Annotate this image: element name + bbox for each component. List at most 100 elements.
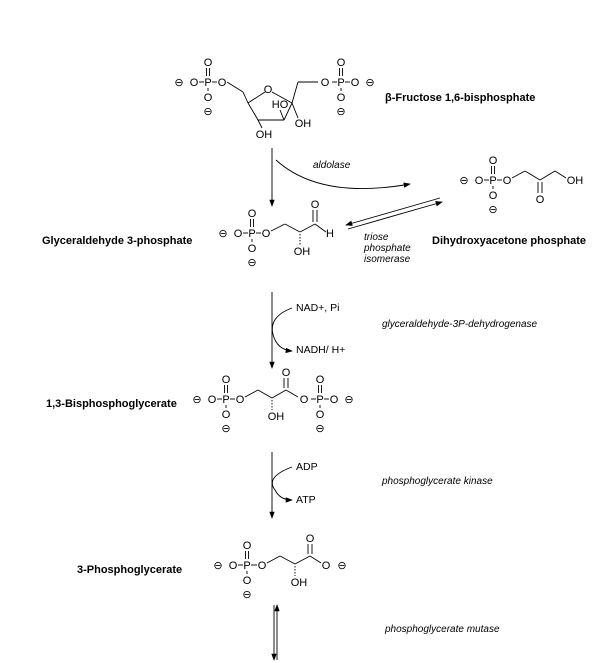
oxygen-atom: O — [489, 190, 498, 202]
dhap-label: Dihydroxyacetone phosphate — [432, 235, 586, 247]
oxygen-atom: O — [208, 394, 217, 406]
oxygen-atom: O — [222, 374, 231, 386]
carbonyl-oxygen: O — [536, 194, 545, 206]
oxygen-atom: O — [243, 575, 252, 587]
oxygen-atom: O — [489, 155, 498, 167]
oxygen-atom: O — [222, 409, 231, 421]
phosphorus-atom: P — [204, 77, 211, 89]
nadh-product: NADH/ H+ — [296, 344, 345, 356]
bond — [294, 555, 311, 565]
negative-charge: ⊖ — [336, 106, 345, 118]
oxygen-atom: O — [322, 560, 331, 572]
carbonyl-oxygen: O — [282, 367, 291, 379]
oxygen-atom: O — [316, 374, 325, 386]
oxygen-atom: O — [258, 560, 267, 572]
phosphorus-atom: P — [316, 394, 323, 406]
bond — [524, 170, 541, 181]
oxygen-atom: O — [300, 394, 309, 406]
ring-oxygen: O — [264, 84, 273, 96]
bond — [271, 91, 293, 104]
bond — [283, 102, 293, 121]
pgk-label: phosphoglycerate kinase — [381, 476, 493, 487]
phosphorus-atom: P — [222, 394, 229, 406]
oxygen-atom: O — [248, 208, 257, 220]
hydroxyl: OH — [294, 246, 311, 258]
bond — [257, 119, 263, 129]
bond — [285, 389, 299, 398]
hydroxyl: OH — [291, 577, 308, 589]
bond — [511, 170, 526, 179]
negative-charge: ⊖ — [242, 589, 251, 601]
negative-charge: ⊖ — [218, 228, 227, 240]
aldehyde-hydrogen: H — [326, 228, 334, 240]
adp-curved-arrow — [271, 466, 293, 503]
negative-charge: ⊖ — [488, 204, 497, 216]
adp-reagent: ADP — [296, 461, 318, 473]
hydroxyl: HO — [272, 99, 289, 111]
negative-charge: ⊖ — [459, 175, 468, 187]
bond — [244, 389, 259, 398]
oxygen-atom: O — [351, 77, 360, 89]
oxygen-atom: O — [330, 394, 339, 406]
oxygen-atom: O — [229, 560, 238, 572]
negative-charge: ⊖ — [365, 77, 374, 89]
aldolase-curved-arrow — [275, 159, 411, 189]
negative-charge: ⊖ — [315, 423, 324, 435]
bond — [279, 555, 296, 565]
oxygen-atom: O — [475, 175, 484, 187]
oxygen-atom: O — [243, 540, 252, 552]
hydroxyl: OH — [567, 175, 584, 187]
g3p-label: Glyceraldehyde 3-phosphate — [42, 235, 192, 247]
oxygen-atom: O — [337, 92, 346, 104]
bond — [291, 81, 299, 104]
tpi-label-1: triose — [364, 232, 389, 243]
bond — [271, 389, 287, 399]
bond — [291, 102, 299, 119]
oxygen-atom: O — [248, 243, 257, 255]
carbonyl-oxygen: O — [311, 199, 320, 211]
aldolase-label: aldolase — [313, 160, 351, 171]
tpi-label-2: phosphate — [363, 243, 411, 254]
oxygen-atom: O — [262, 228, 271, 240]
nad-curved-arrow — [271, 307, 293, 354]
negative-charge: ⊖ — [221, 423, 230, 435]
bond — [266, 555, 281, 564]
phosphorus-atom: P — [248, 228, 255, 240]
bond — [284, 223, 301, 233]
oxygen-atom: O — [234, 228, 243, 240]
phosphorus-atom: P — [489, 175, 496, 187]
bond — [309, 555, 322, 564]
pgm-label: phosphoglycerate mutase — [384, 624, 500, 635]
bond — [247, 91, 266, 104]
oxygen-atom: O — [190, 77, 199, 89]
negative-charge: ⊖ — [174, 77, 183, 89]
bond — [299, 223, 316, 233]
bond — [242, 91, 249, 104]
hydroxyl: OH — [268, 411, 285, 423]
bond — [279, 109, 285, 121]
bond — [314, 223, 327, 233]
bond — [539, 170, 556, 181]
bond — [226, 81, 244, 93]
phosphorus-atom: P — [243, 560, 250, 572]
fbp-label: β-Fructose 1,6-bisphosphate — [385, 92, 535, 104]
oxygen-atom: O — [337, 57, 346, 69]
carbonyl-oxygen: O — [306, 533, 315, 545]
bond — [257, 389, 273, 399]
negative-charge: ⊖ — [213, 560, 222, 572]
tpi-label-3: isomerase — [364, 254, 411, 265]
gapdh-label: glyceraldehyde-3P-dehydrogenase — [382, 319, 538, 330]
nad-reagent: NAD+, Pi — [296, 302, 339, 314]
atp-product: ATP — [296, 494, 316, 506]
oxygen-atom: O — [316, 409, 325, 421]
hydroxyl: OH — [295, 118, 312, 130]
bpg-label: 1,3-Bisphosphoglycerate — [46, 398, 177, 410]
bond — [270, 223, 286, 232]
phosphorus-atom: P — [337, 77, 344, 89]
negative-charge: ⊖ — [203, 106, 212, 118]
oxygen-atom: O — [218, 77, 227, 89]
bond — [247, 102, 259, 121]
oxygen-atom: O — [204, 92, 213, 104]
